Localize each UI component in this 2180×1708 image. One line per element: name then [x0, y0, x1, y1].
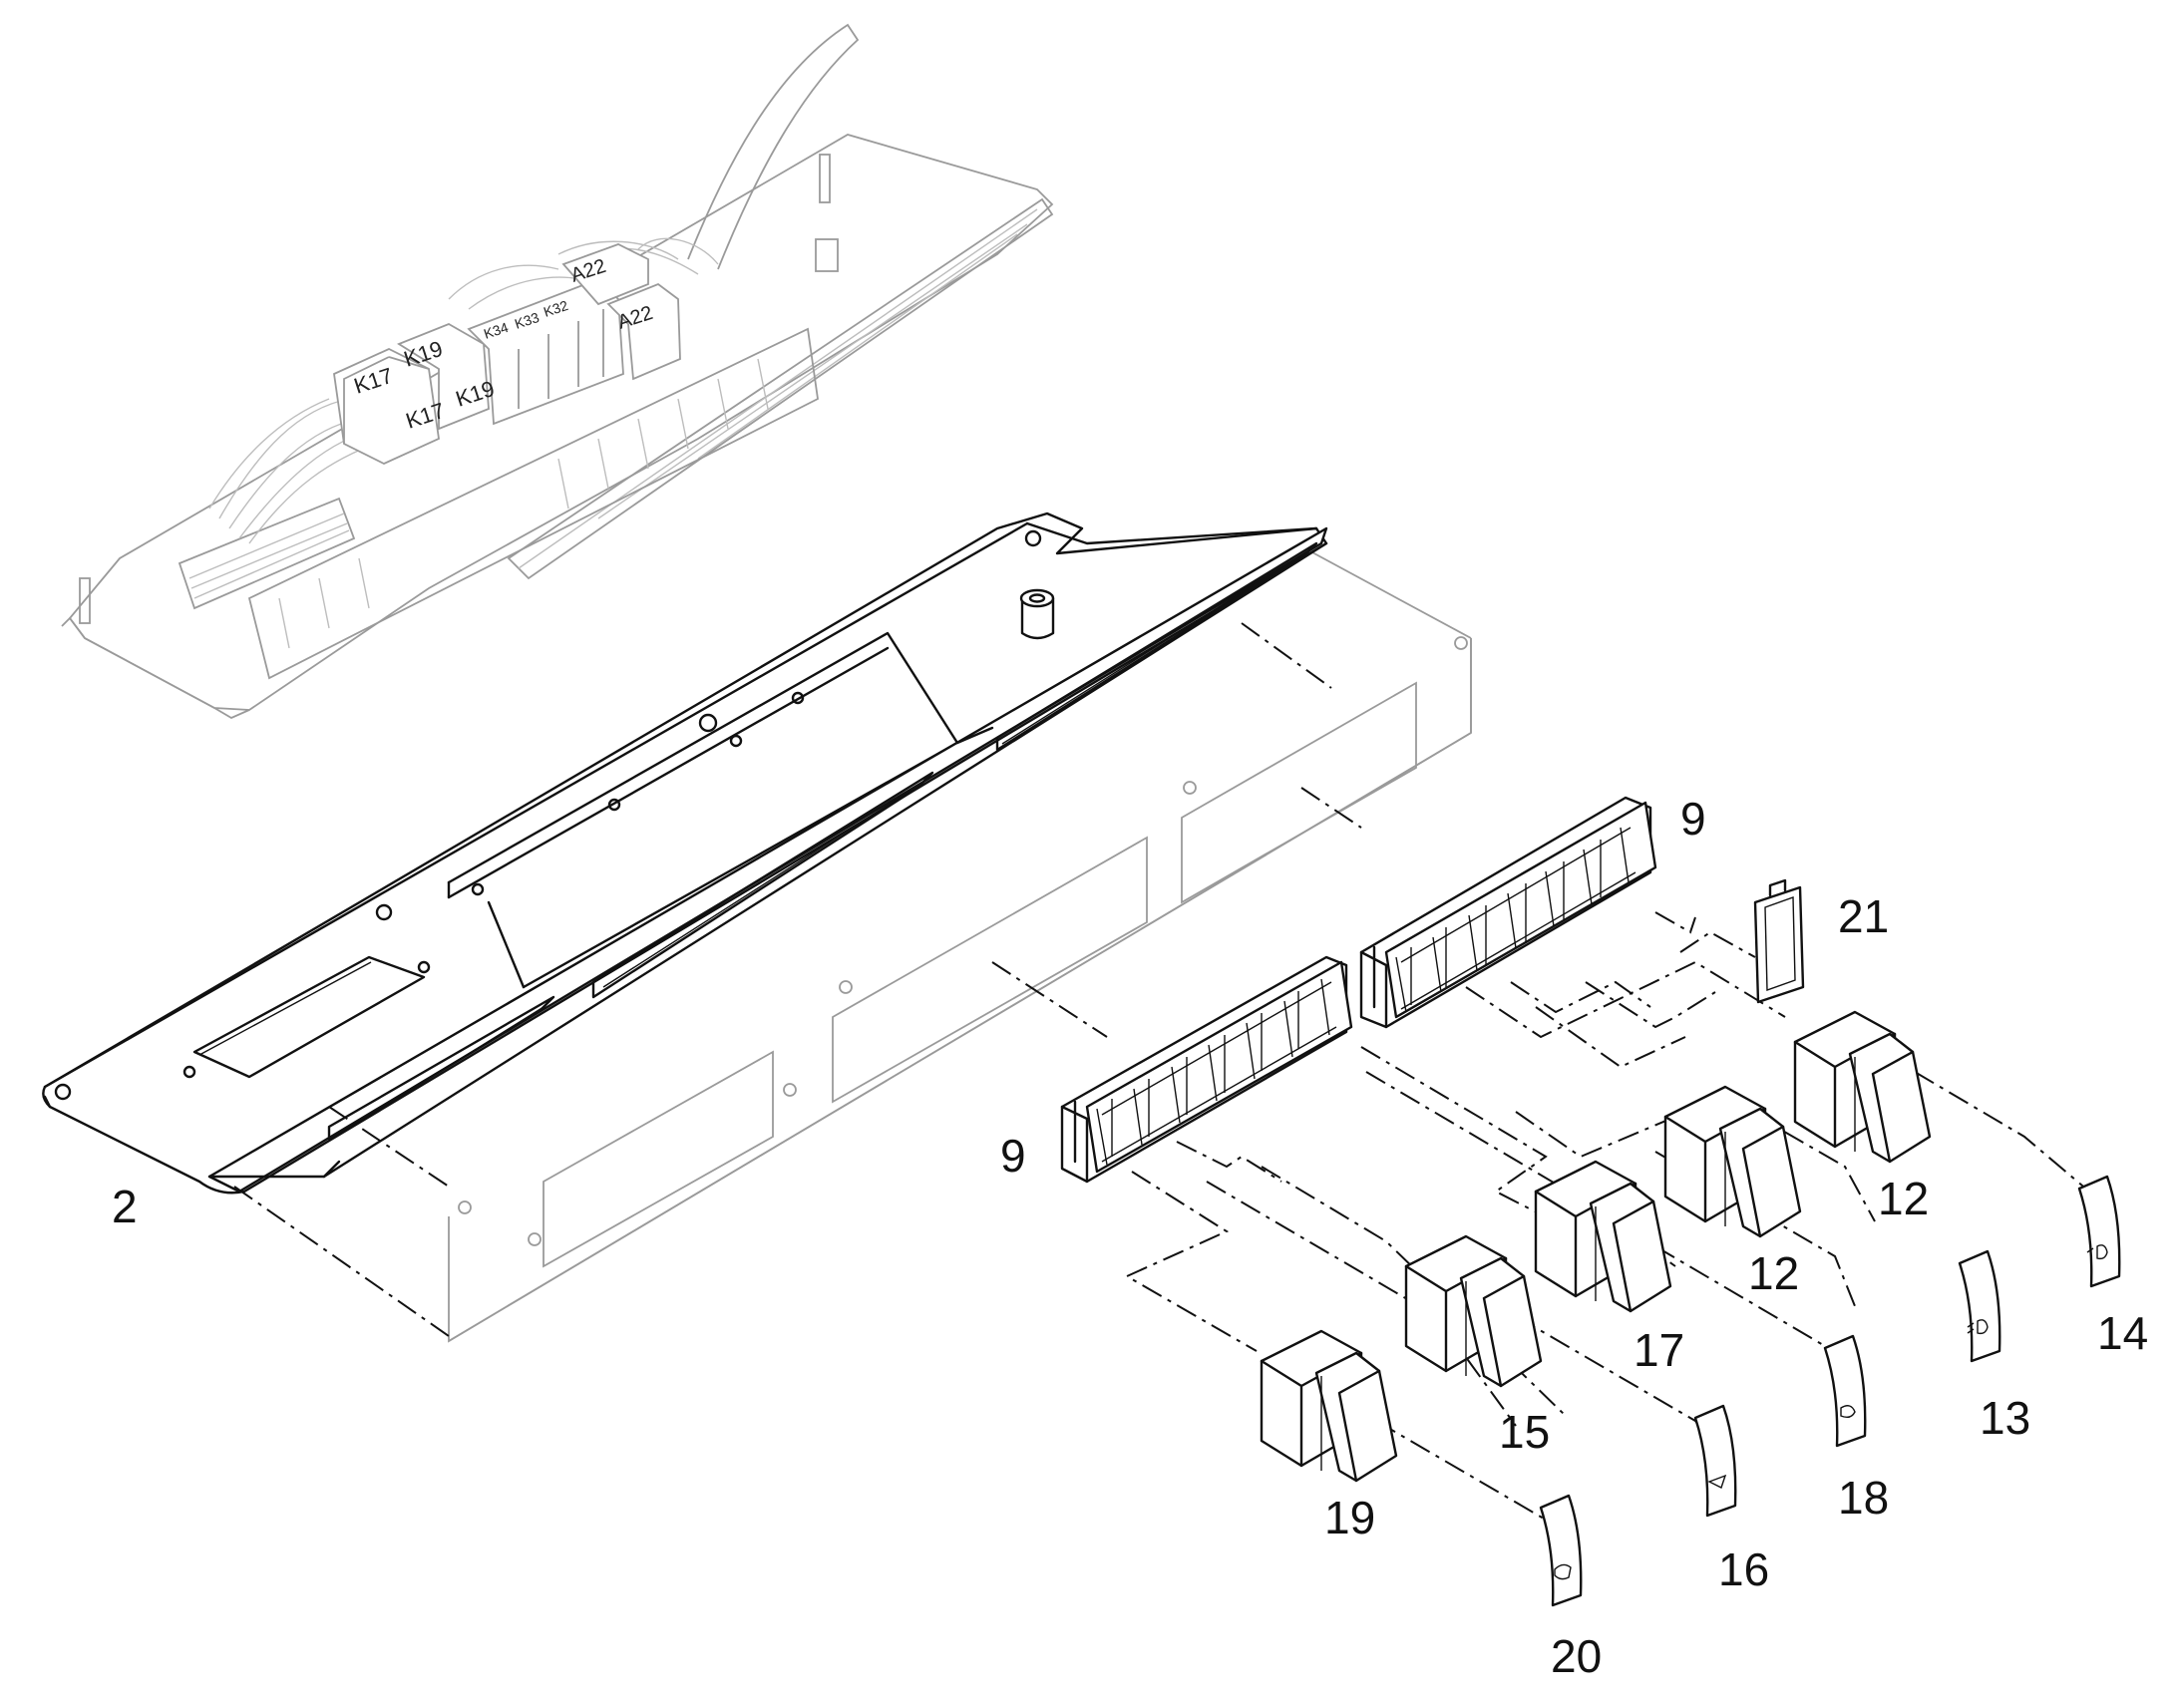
- callout-14: 14: [2097, 1307, 2148, 1359]
- callout-9-upper: 9: [1680, 793, 1706, 845]
- callout-16: 16: [1718, 1543, 1769, 1595]
- callout-12-lower: 12: [1748, 1247, 1799, 1299]
- callout-13: 13: [1980, 1392, 2030, 1444]
- cap-13: [1958, 1249, 2001, 1363]
- rocker-switches: [1260, 1010, 1932, 1483]
- callout-9-lower: 9: [1000, 1130, 1026, 1182]
- switch-17: [1534, 1160, 1672, 1313]
- relay-k19: [397, 323, 490, 431]
- switch-caps: [1539, 1175, 2121, 1607]
- switch-19: [1260, 1329, 1398, 1483]
- callout-labels: 2 9 9 21 12 12 14 13 17 18 15 16 19 20: [112, 793, 2148, 1682]
- relay-label-k33: K33: [513, 309, 542, 332]
- callout-12-upper: 12: [1878, 1173, 1929, 1224]
- part-21-blank-plug: [1753, 878, 1805, 1004]
- switch-12-lower: [1663, 1085, 1802, 1238]
- callout-2: 2: [112, 1181, 138, 1232]
- background-assembly: K17 K19 K17 K19 K34 K33 K32 A22 A22: [61, 23, 1054, 720]
- relay-a22: [561, 243, 681, 381]
- callout-15: 15: [1499, 1406, 1550, 1458]
- relay-label-k34: K34: [482, 319, 511, 342]
- switch-15: [1404, 1234, 1543, 1388]
- cap-18: [1823, 1334, 1867, 1448]
- switch-12-upper: [1793, 1010, 1932, 1164]
- part-2-main-plate: [42, 512, 1328, 1195]
- part-9-upper-frame: [1359, 796, 1657, 1029]
- housing-box: [448, 537, 1472, 1343]
- relay-label-k32: K32: [542, 297, 570, 320]
- cap-16: [1693, 1404, 1737, 1518]
- cap-14: [2077, 1175, 2121, 1288]
- callout-18: 18: [1838, 1472, 1889, 1524]
- cap-20: [1539, 1494, 1583, 1607]
- callout-17: 17: [1634, 1324, 1684, 1376]
- callout-20: 20: [1551, 1630, 1602, 1682]
- relay-k17: [333, 348, 440, 465]
- part-9-lower-frame: [1060, 955, 1353, 1184]
- callout-21: 21: [1838, 890, 1889, 942]
- callout-19: 19: [1324, 1492, 1375, 1543]
